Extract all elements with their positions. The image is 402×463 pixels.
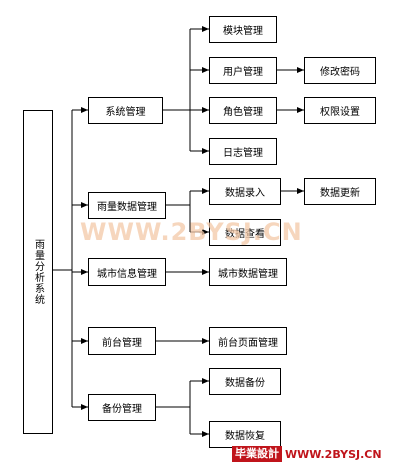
node-front-management: 前台管理	[88, 327, 156, 355]
node-system-management: 系统管理	[88, 97, 163, 124]
root-label: 雨量分析系统	[32, 239, 44, 305]
node-user-management: 用户管理	[209, 57, 277, 84]
logo-badge: 毕業設計	[232, 446, 282, 462]
node-front-page-management: 前台页面管理	[209, 327, 287, 355]
node-backup-management: 备份管理	[88, 394, 156, 421]
node-change-password: 修改密码	[304, 57, 376, 84]
node-permission-settings: 权限设置	[304, 97, 376, 124]
site-logo: 毕業設計 WWW.2BYSJ.CN	[232, 446, 382, 462]
node-city-data-management: 城市数据管理	[209, 258, 287, 286]
node-data-restore: 数据恢复	[209, 421, 281, 448]
node-data-update: 数据更新	[304, 178, 376, 205]
node-log-management: 日志管理	[209, 138, 277, 165]
node-city-info-management: 城市信息管理	[88, 258, 166, 286]
logo-url: WWW.2BYSJ.CN	[285, 447, 382, 461]
node-rain-data-management: 雨量数据管理	[88, 192, 166, 219]
node-module-management: 模块管理	[209, 16, 277, 43]
node-data-backup: 数据备份	[209, 368, 281, 395]
node-role-management: 角色管理	[209, 97, 277, 124]
node-data-query: 数据查看	[209, 219, 281, 246]
root-node: 雨量分析系统	[23, 110, 53, 434]
node-data-entry: 数据录入	[209, 178, 281, 205]
